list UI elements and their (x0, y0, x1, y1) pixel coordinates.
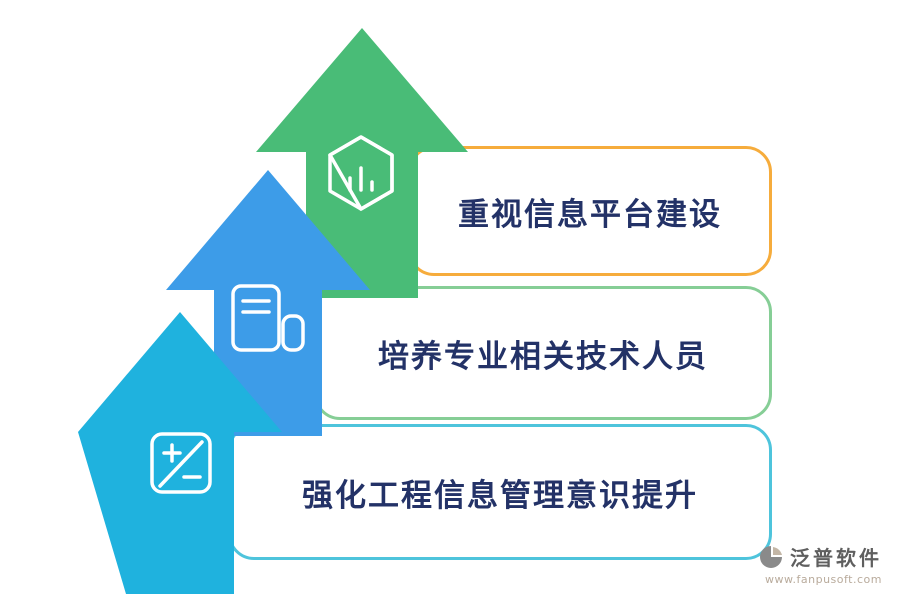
label-card-talent: 培养专业相关技术人员 (314, 286, 772, 420)
hexagon-chart-icon (328, 135, 394, 211)
label-platform-text: 重视信息平台建设 (458, 196, 722, 233)
plus-minus-calculator-icon (150, 432, 212, 494)
label-card-awareness: 强化工程信息管理意识提升 (228, 424, 772, 560)
brand-logo: 泛普软件 www.fanpusoft.com (758, 542, 882, 586)
brand-website: www.fanpusoft.com (765, 573, 882, 586)
notebook-icon (231, 284, 305, 352)
fanpu-logo-icon (760, 545, 782, 568)
label-card-platform: 重视信息平台建设 (408, 146, 772, 276)
label-talent-text: 培养专业相关技术人员 (378, 338, 708, 375)
brand-name: 泛普软件 (790, 546, 882, 570)
label-awareness-text: 强化工程信息管理意识提升 (302, 477, 698, 514)
